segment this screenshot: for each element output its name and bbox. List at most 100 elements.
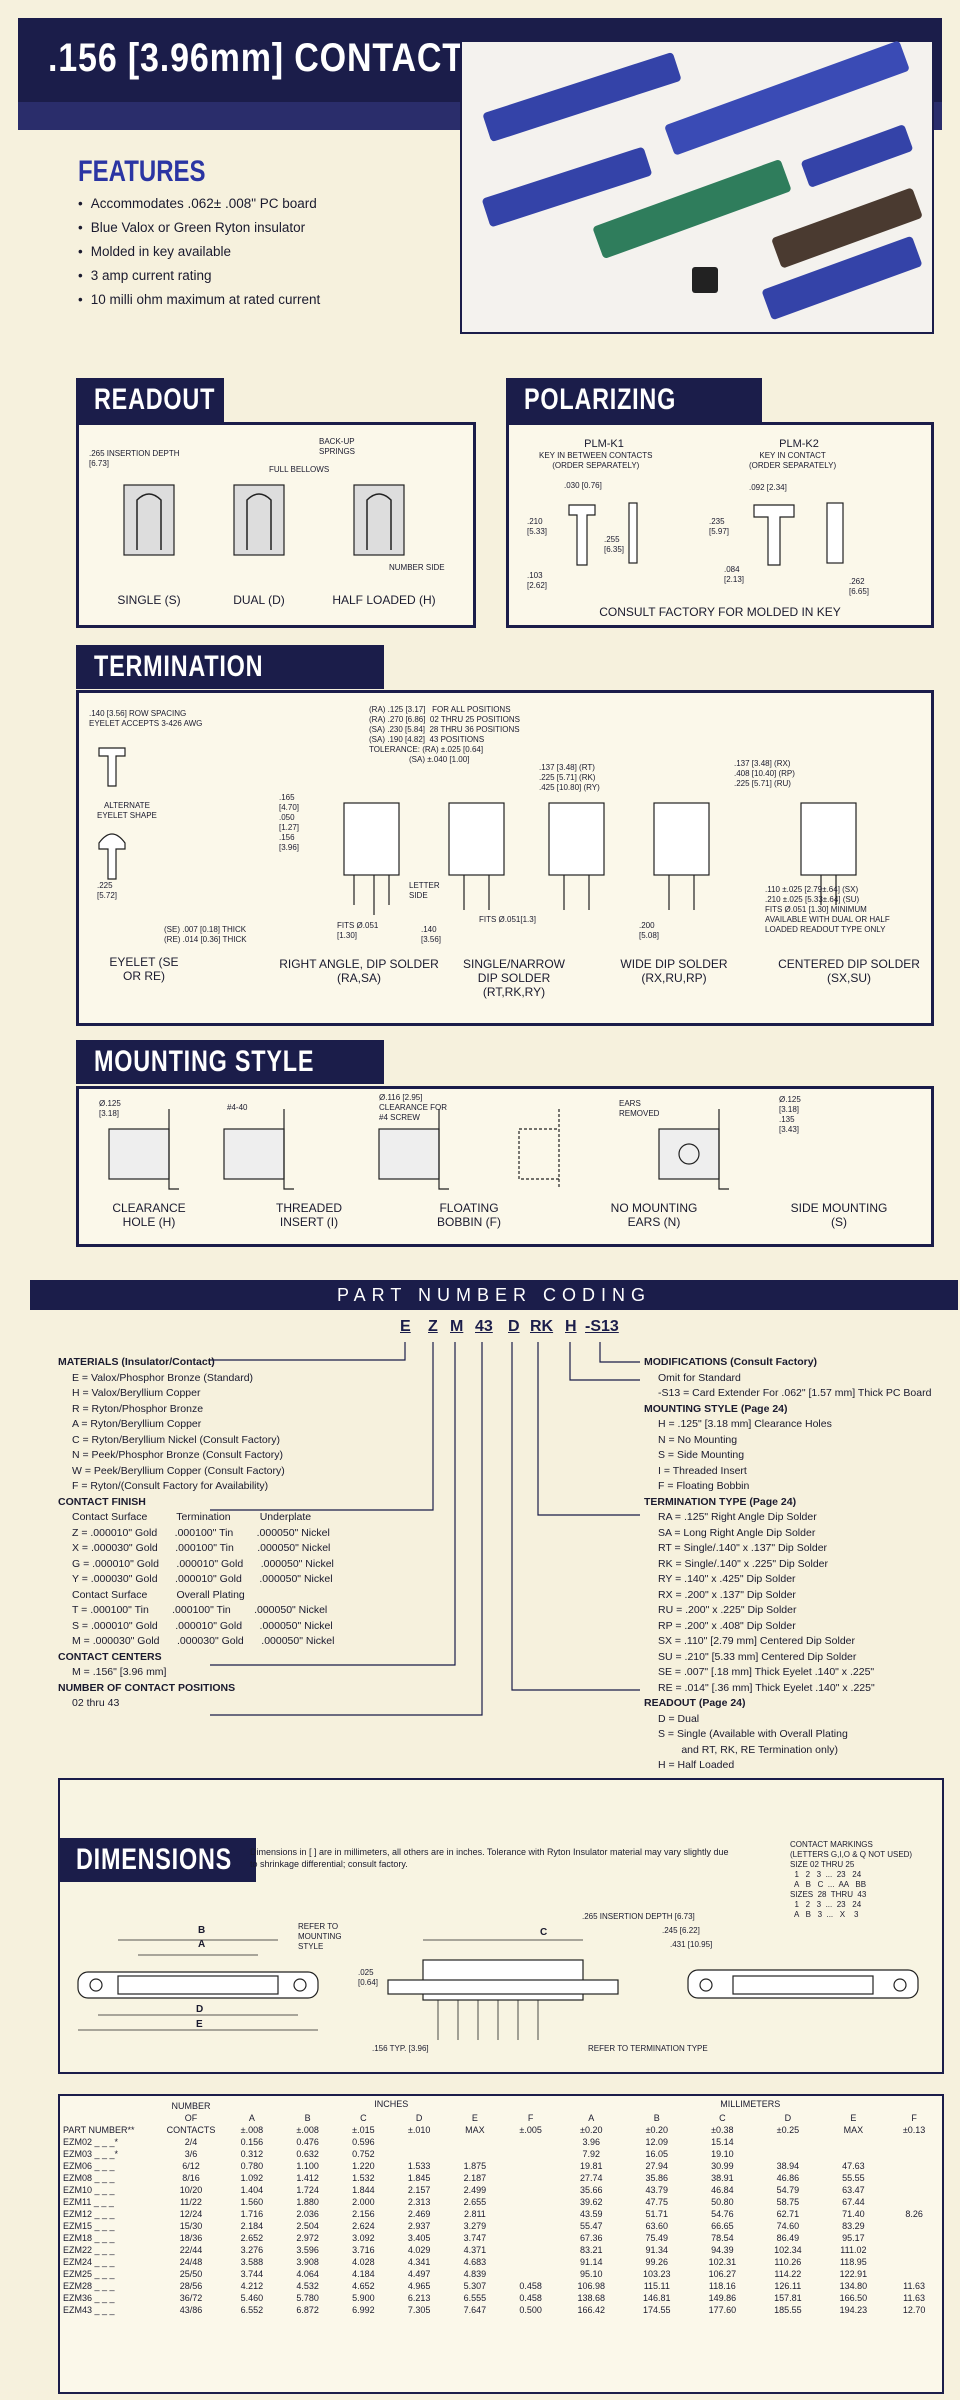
table-cell: 16.05 (645, 2149, 669, 2159)
refer-mounting: REFER TO MOUNTING STYLE (298, 1922, 342, 1951)
table-cell: 4.029 (407, 2245, 431, 2255)
table-cell: 71.40 (842, 2209, 865, 2219)
pnc-left-line: R = Ryton/Phosphor Bronze (72, 1402, 204, 1415)
dimensions-title: DIMENSIONS (58, 1838, 256, 1882)
table-cell: 2.187 (463, 2173, 487, 2183)
mounting-panel: Ø.125 [3.18] #4-40 Ø.116 [2.95] CLEARANC… (76, 1086, 934, 1247)
pnc-left-line: 02 thru 43 (72, 1697, 120, 1709)
pnc-left-line: CONTACT CENTERS (58, 1650, 162, 1663)
table-cell: 1.845 (407, 2173, 431, 2183)
table-cell: 0.156 (240, 2137, 264, 2147)
table-cell: 2.937 (407, 2221, 431, 2231)
table-cell: 122.91 (839, 2269, 868, 2279)
table-cell: 138.68 (577, 2293, 606, 2303)
pnc-right-line: RE = .014" [.36 mm] Thick Eyelet .140" x… (658, 1681, 875, 1694)
dim-140: .140 [3.56] (421, 925, 442, 944)
table-cell: 166.50 (839, 2293, 868, 2303)
dim-156-typ: .156 TYP. [3.96] (372, 2044, 429, 2053)
table-cell (886, 2268, 942, 2280)
key-block (692, 267, 718, 293)
pnc-right-line: D = Dual (658, 1712, 700, 1725)
part-number-cell: EZM02 _ _ _* (63, 2137, 119, 2147)
readout-title: READOUT (76, 378, 224, 422)
table-cell: 4.497 (407, 2269, 431, 2279)
pnc-left-line: G = .000010" Gold .000010" Gold .000050"… (72, 1557, 334, 1570)
fits-2: FITS Ø.051[1.3] (479, 915, 536, 924)
table-cell: 25/50 (179, 2269, 203, 2279)
pnc-left-line: M = .000030" Gold .000030" Gold .000050"… (72, 1635, 335, 1647)
pnc-right-line: READOUT (Page 24) (644, 1697, 746, 1709)
pnc-left-line: Contact Surface Termination Underplate (72, 1511, 312, 1523)
table-cell: 2.624 (352, 2221, 375, 2231)
sx-note: .110 ±.025 [2.79±.64] (SX) .210 ±.025 [5… (765, 885, 890, 934)
dim-025: .025 [0.64] (358, 1968, 379, 1987)
pnc-left-line: Y = .000030" Gold .000010" Gold .000050"… (72, 1573, 333, 1585)
table-cell: 2.469 (407, 2209, 431, 2219)
dim-255: .255 [6.35] (604, 535, 625, 554)
table-cell: 47.75 (645, 2197, 669, 2207)
eyelet-thick: (SE) .007 [0.18] THICK (RE) .014 [0.36] … (164, 925, 247, 944)
code-S13: -S13 (585, 1318, 619, 1335)
table-cell: 1.560 (240, 2197, 264, 2207)
table-cell: 0.500 (519, 2305, 542, 2315)
table-cell: 185.55 (774, 2305, 802, 2315)
col-millimeters: MILLIMETERS (720, 2099, 781, 2109)
code-D: D (508, 1318, 520, 1335)
part-number-cell: EZM28 _ _ _ (63, 2281, 115, 2291)
table-cell: 103.23 (643, 2269, 671, 2279)
readout-dual: DUAL (D) (233, 593, 285, 607)
table-cell: 30.99 (711, 2161, 734, 2171)
part-number-cell: EZM25 _ _ _ (63, 2269, 115, 2279)
readout-half: HALF LOADED (H) (332, 593, 436, 607)
table-cell: 50.80 (711, 2197, 734, 2207)
k2-name: PLM-K2 (779, 438, 819, 450)
table-cell: 1.844 (352, 2185, 375, 2195)
dim-letter-a: A (198, 1939, 206, 1950)
table-cell: 83.29 (842, 2221, 865, 2231)
table-cell: 78.54 (711, 2233, 734, 2243)
table-cell: 1.532 (352, 2173, 375, 2183)
table-cell: 5.460 (240, 2293, 264, 2303)
dim-084: .084 [2.13] (724, 565, 745, 584)
ra-label: RIGHT ANGLE, DIP SOLDER (RA,SA) (279, 957, 439, 985)
table-cell: 3.405 (407, 2233, 431, 2243)
table-cell: 177.60 (708, 2305, 737, 2315)
table-cell: 3.96 (582, 2137, 601, 2147)
contact-markings: CONTACT MARKINGS (LETTERS G,I,O & Q NOT … (790, 1840, 913, 1919)
fits-1: FITS Ø.051 [1.30] (337, 921, 379, 940)
code-43: 43 (475, 1318, 493, 1335)
pnc-left-column: MATERIALS (Insulator/Contact)E = Valox/P… (58, 1355, 334, 1712)
table-cell: 174.55 (643, 2305, 671, 2315)
table-cell: 110.26 (774, 2257, 802, 2267)
dim-200: .200 [5.08] (639, 921, 660, 940)
col-part-number: PART NUMBER** (63, 2125, 135, 2135)
mount-n: NO MOUNTING EARS (N) (610, 1201, 698, 1229)
table-cell: 18/36 (179, 2233, 203, 2243)
table-cell: 11.63 (903, 2293, 925, 2303)
table-cell: 15.14 (711, 2137, 734, 2147)
pnc-right-line: and RT, RK, RE Termination only) (658, 1743, 838, 1756)
rt-dims: .137 [3.48] (RT) .225 [5.71] (RK) .425 [… (539, 763, 600, 792)
table-cell: 194.23 (839, 2305, 868, 2315)
eyelet-label: EYELET (SE OR RE) (109, 955, 179, 983)
table-cell (886, 2184, 942, 2196)
mount-h: CLEARANCE HOLE (H) (112, 1201, 186, 1229)
pnc-left-line: Z = .000010" Gold .000100" Tin .000050" … (72, 1526, 330, 1539)
pnc-left-line: S = .000010" Gold .000010" Gold .000050"… (72, 1619, 333, 1632)
pnc-left-line: Contact Surface Overall Plating (72, 1588, 245, 1601)
table-cell: 91.14 (580, 2257, 603, 2267)
pnc-right-line: H = .125" [3.18 mm] Clearance Holes (658, 1418, 832, 1430)
part-number-cell: EZM06 _ _ _ (63, 2161, 115, 2171)
table-cell: 51.71 (645, 2209, 669, 2219)
part-number-cell: EZM10 _ _ _ (63, 2185, 115, 2195)
product-photo (460, 40, 934, 334)
table-cell: 67.44 (842, 2197, 865, 2207)
pnc-right-line: RY = .140" x .425" Dip Solder (658, 1573, 796, 1585)
table-cell: 118.16 (708, 2281, 736, 2291)
readout-panel: .265 INSERTION DEPTH [6.73] FULL BELLOWS… (76, 422, 476, 628)
dim-431: .431 [10.95] (670, 1940, 713, 1949)
dim-210: .210 [5.33] (527, 517, 548, 536)
